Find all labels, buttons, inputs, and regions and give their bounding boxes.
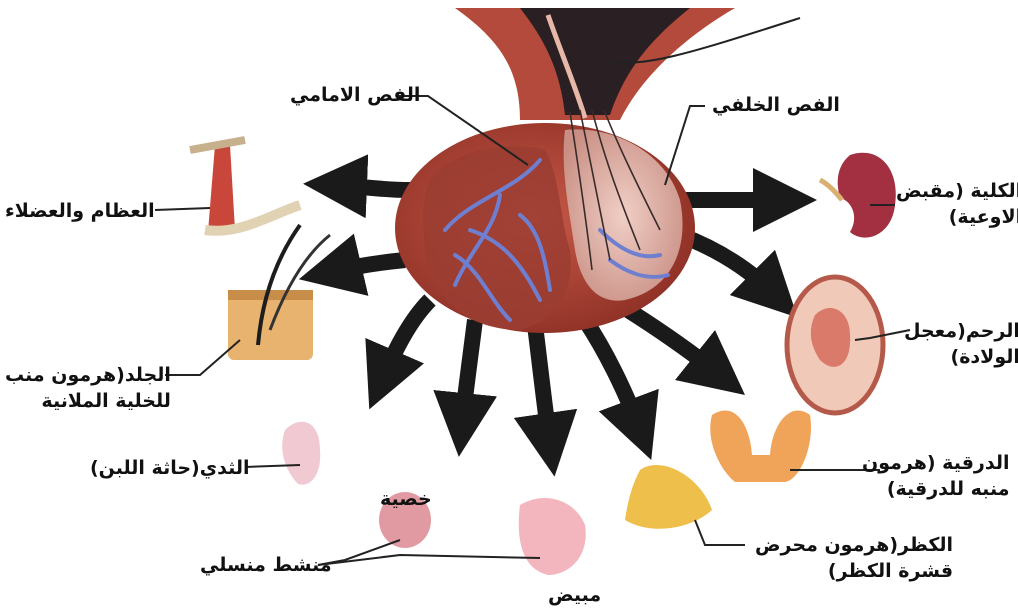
kidney-drawing: [820, 153, 896, 238]
arrow-adrenal: [585, 320, 640, 430]
uterus-label-line1: الرحم(معجل: [904, 318, 1018, 344]
posterior-lobe-label: الفص الخلفي: [712, 92, 840, 118]
arrow-thyroid: [620, 305, 720, 375]
adrenal-label-line2: قشرة الكظر): [755, 558, 953, 584]
anterior-lobe-label: الفص الامامي: [290, 82, 420, 108]
arrow-ovary: [535, 325, 550, 445]
arrow-skin: [330, 260, 405, 272]
adrenal-drawing: [625, 465, 712, 529]
ovary-label: مبيض: [548, 582, 601, 608]
skin-label-line1: الجلد(هرمون منب: [5, 362, 171, 388]
uterus-drawing: [787, 277, 883, 413]
kidney-label-line1: الكلية (مقبض: [896, 178, 1018, 204]
kidney-label: الكلية (مقبض الاوعية): [896, 178, 1018, 230]
uterus-label: الرحم(معجل الولادة): [904, 318, 1018, 370]
bone-muscle-drawing: [190, 140, 300, 232]
bones-muscles-label: العظام والعضلاء: [5, 198, 155, 224]
arrow-testis: [462, 320, 475, 425]
arrow-breast: [382, 300, 430, 380]
kidney-label-line2: الاوعية): [896, 204, 1018, 230]
skin-label-line2: للخلية الملانية: [5, 388, 171, 414]
skin-drawing: [228, 225, 330, 360]
arrow-bones: [335, 185, 410, 190]
skin-label: الجلد(هرمون منب للخلية الملانية: [5, 362, 171, 414]
pituitary-gland: [395, 110, 695, 333]
testis-label: خصية: [380, 486, 432, 512]
breast-label: الثدي(حاثة اللبن): [90, 455, 250, 481]
arrow-uterus: [680, 235, 775, 295]
thyroid-label-line1: الدرقية (هرمون: [862, 450, 1009, 476]
thyroid-label: الدرقية (هرمون منبه للدرقية): [862, 450, 1009, 502]
uterus-label-line2: الولادة): [904, 344, 1018, 370]
gonadotropin-label: منشط منسلي: [200, 552, 332, 578]
thyroid-drawing: [710, 411, 811, 482]
adrenal-label-line1: الكظر(هرمون محرض: [755, 532, 953, 558]
thyroid-label-line2: منبه للدرقية): [862, 476, 1009, 502]
ovary-drawing: [519, 498, 586, 575]
breast-drawing: [282, 422, 320, 485]
adrenal-label: الكظر(هرمون محرض قشرة الكظر): [755, 532, 953, 584]
